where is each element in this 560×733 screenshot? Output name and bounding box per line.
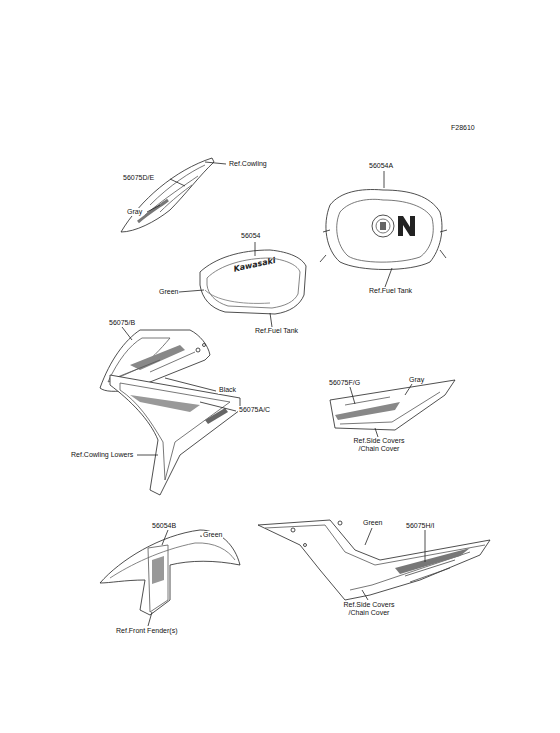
- reference-label: Ref.Fuel Tank: [368, 287, 413, 295]
- callout-number: 56054: [240, 232, 261, 240]
- reference-label: Ref.Cowling Lowers: [70, 451, 134, 459]
- callout-number: 56075D/E: [122, 174, 155, 182]
- reference-label: Ref.Cowling: [228, 160, 268, 168]
- callout-number: 56075A/C: [238, 406, 271, 414]
- reference-label: Ref.Side Covers /Chain Cover: [338, 601, 400, 617]
- callout-number: 56075H/I: [405, 522, 435, 530]
- color-label: Green: [362, 519, 383, 527]
- figure-number: F28610: [450, 124, 476, 132]
- reference-label: Ref.Side Covers /Chain Cover: [348, 437, 410, 453]
- color-label: Gray: [408, 376, 425, 384]
- color-label: Gray: [126, 208, 143, 216]
- reference-label: Ref.Fuel Tank: [254, 327, 299, 335]
- color-label: Green: [202, 531, 223, 539]
- callout-number: 56075F/G: [328, 379, 361, 387]
- color-label: Green: [158, 288, 179, 296]
- reference-label: Ref.Front Fender(s): [115, 627, 178, 635]
- color-label: Black: [218, 386, 237, 394]
- callout-number: 56054A: [368, 162, 394, 170]
- callout-number: 56075/B: [108, 319, 136, 327]
- callout-number: 56054B: [151, 522, 177, 530]
